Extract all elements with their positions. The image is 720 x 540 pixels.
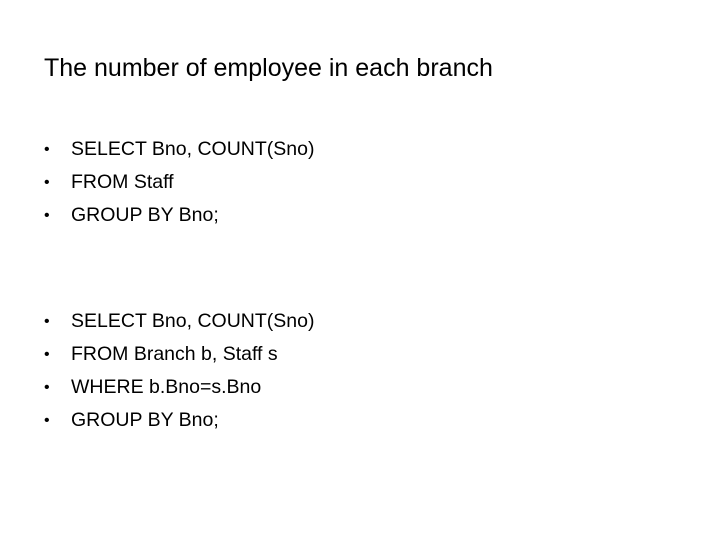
list-item: • SELECT Bno, COUNT(Sno): [44, 305, 314, 338]
list-item: • GROUP BY Bno;: [44, 404, 314, 437]
query-2-list: • SELECT Bno, COUNT(Sno) • FROM Branch b…: [44, 305, 314, 437]
query-line: FROM Staff: [71, 171, 174, 193]
bullet-icon: •: [44, 411, 50, 429]
bullet-icon: •: [44, 173, 50, 191]
query-line: SELECT Bno, COUNT(Sno): [71, 138, 315, 160]
query-1-list: • SELECT Bno, COUNT(Sno) • FROM Staff • …: [44, 133, 314, 232]
list-item: • WHERE b.Bno=s.Bno: [44, 371, 314, 404]
bullet-icon: •: [44, 378, 50, 396]
query-line: SELECT Bno, COUNT(Sno): [71, 310, 315, 332]
query-line: FROM Branch b, Staff s: [71, 343, 278, 365]
bullet-icon: •: [44, 345, 50, 363]
list-item: • FROM Staff: [44, 166, 314, 199]
list-item: • GROUP BY Bno;: [44, 199, 314, 232]
list-item: • SELECT Bno, COUNT(Sno): [44, 133, 314, 166]
bullet-icon: •: [44, 312, 50, 330]
query-line: GROUP BY Bno;: [71, 409, 219, 431]
query-line: GROUP BY Bno;: [71, 204, 219, 226]
slide-title: The number of employee in each branch: [44, 54, 493, 82]
bullet-icon: •: [44, 206, 50, 224]
query-line: WHERE b.Bno=s.Bno: [71, 376, 262, 398]
list-item: • FROM Branch b, Staff s: [44, 338, 314, 371]
bullet-icon: •: [44, 140, 50, 158]
